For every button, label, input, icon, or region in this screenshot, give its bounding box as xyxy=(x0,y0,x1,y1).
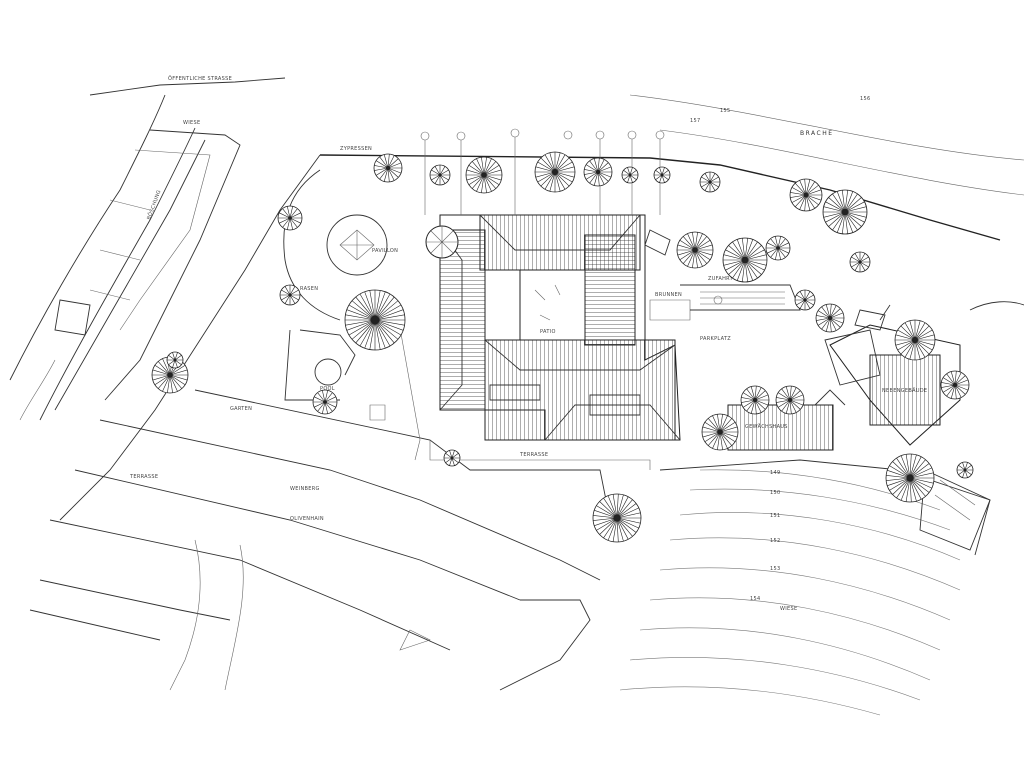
elev-155: 155 xyxy=(720,108,730,114)
elev-157: 157 xyxy=(690,118,700,124)
pool-label: POOL xyxy=(320,386,335,392)
wiese-label: WIESE xyxy=(183,120,200,126)
tree-canopy xyxy=(592,493,642,543)
main-house: PATIO TERRASSE xyxy=(425,214,681,470)
nebengebaeude-label: NEBENGEBÄUDE xyxy=(882,387,927,394)
brache-label: BRACHE xyxy=(800,130,834,137)
courtyard xyxy=(519,269,586,341)
brunnen-label: BRUNNEN xyxy=(655,292,682,298)
tree-canopy xyxy=(653,166,671,184)
garten-label: GARTEN xyxy=(230,406,252,412)
weinberg-label: WEINBERG xyxy=(290,486,320,492)
tree-canopy xyxy=(722,237,768,283)
tree-canopy xyxy=(775,385,805,415)
zypressen-label: ZYPRESSEN xyxy=(340,146,372,152)
tree-canopy xyxy=(676,231,714,269)
pavilion-circle xyxy=(326,214,388,276)
wiese-label-2: WIESE xyxy=(780,606,797,612)
tree-canopy xyxy=(794,289,816,311)
tree-canopy xyxy=(894,319,936,361)
tree-canopy xyxy=(849,251,871,273)
tree-canopy xyxy=(443,449,461,467)
car xyxy=(644,229,671,256)
tree-canopy xyxy=(789,178,823,212)
terrasse-house-label: TERRASSE xyxy=(519,452,548,458)
tree-canopy xyxy=(277,205,303,231)
tree-canopy xyxy=(373,153,403,183)
tree-canopy xyxy=(765,235,791,261)
tree-canopy xyxy=(344,289,406,351)
elev-152: 152 xyxy=(770,538,780,544)
pavillon-label: PAVILLON xyxy=(372,248,398,254)
tree-canopy xyxy=(534,151,576,193)
garden-area: PAVILLON POOL RASEN ZYPRESSEN GARTEN xyxy=(230,146,421,461)
contour-lines: 149 150 151 152 153 154 155 156 157 WIES… xyxy=(619,96,961,716)
tree-canopy xyxy=(815,303,845,333)
pool-circle xyxy=(314,358,342,386)
elev-149: 149 xyxy=(770,470,780,476)
elev-151: 151 xyxy=(770,513,780,519)
tree-canopy xyxy=(621,166,639,184)
trees xyxy=(151,151,974,543)
terraces: WEINBERG OLIVENHAIN TERRASSE xyxy=(29,419,601,691)
tree-canopy xyxy=(699,171,721,193)
rasen-label: RASEN xyxy=(300,286,318,292)
property-boundary: BRACHE xyxy=(59,94,1024,556)
elev-153: 153 xyxy=(770,566,780,572)
greenhouse xyxy=(727,404,834,451)
gewaechshaus-label: GEWÄCHSHAUS xyxy=(745,423,788,430)
tree-canopy xyxy=(166,351,184,369)
tree-canopy xyxy=(701,413,739,451)
patio-label: PATIO xyxy=(540,329,556,335)
tree-canopy xyxy=(940,370,970,400)
street-label: ÖFFENTLICHE STRASSE xyxy=(168,75,232,82)
tree-canopy xyxy=(583,157,613,187)
elev-150: 150 xyxy=(770,490,780,496)
elev-156: 156 xyxy=(860,96,870,102)
olivenhain-label: OLIVENHAIN xyxy=(290,516,324,522)
zufahrt-label: ZUFAHRT xyxy=(708,276,734,282)
tree-canopy xyxy=(279,284,301,306)
road: ÖFFENTLICHE STRASSE WIESE BÖSCHUNG xyxy=(9,75,286,421)
tree-canopy xyxy=(956,461,974,479)
tree-canopy xyxy=(740,385,770,415)
elev-154: 154 xyxy=(750,596,760,602)
tree-canopy xyxy=(822,189,868,235)
tree-canopy xyxy=(312,389,338,415)
parkplatz-label: PARKPLATZ xyxy=(700,336,731,342)
tree-canopy xyxy=(885,453,935,503)
tree-canopy xyxy=(465,156,503,194)
terrasse-label: TERRASSE xyxy=(129,474,158,480)
tree-canopy xyxy=(429,164,451,186)
